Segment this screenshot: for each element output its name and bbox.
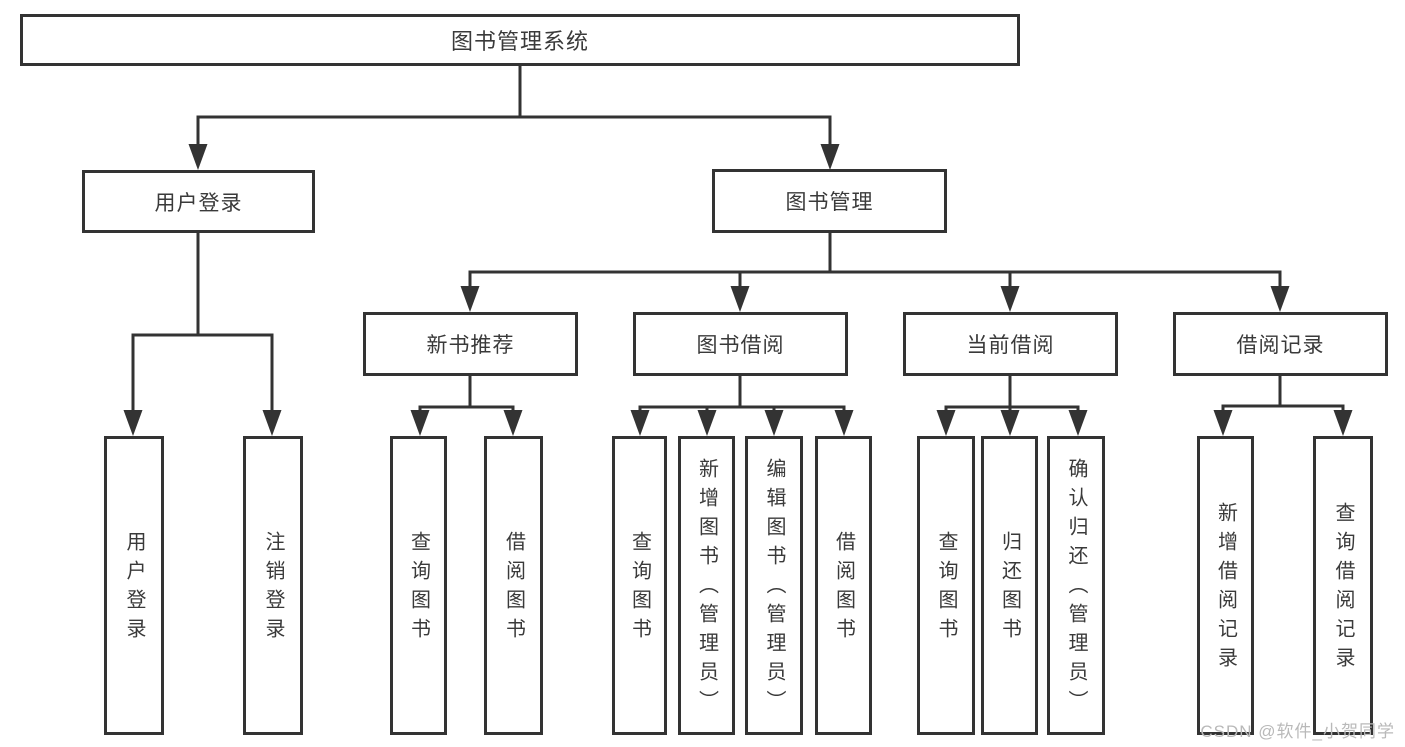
arrowhead <box>123 410 143 436</box>
arrowhead <box>630 410 650 436</box>
node-book-borrow: 图书借阅 <box>633 312 848 376</box>
arrowhead <box>1213 410 1233 436</box>
arrowhead <box>764 410 784 436</box>
node-book-management: 图书管理 <box>712 169 947 233</box>
arrowhead <box>188 144 208 170</box>
arrowhead <box>460 286 480 312</box>
edge-newbookrec-to-leaves <box>418 376 515 412</box>
arrowhead <box>834 410 854 436</box>
arrowhead <box>936 410 956 436</box>
leaf-query-borrow-record: 查询借阅记录 <box>1313 436 1373 735</box>
arrowhead <box>730 286 750 312</box>
leaf-query-books-current: 查询图书 <box>917 436 975 735</box>
arrowhead <box>1333 410 1353 436</box>
leaf-query-books-rec: 查询图书 <box>390 436 447 735</box>
leaf-edit-books-admin: 编辑图书（管理员） <box>745 436 803 735</box>
edge-borrowrecords-to-leaves <box>1221 376 1345 412</box>
leaf-borrow-books: 借阅图书 <box>815 436 872 735</box>
arrowhead <box>262 410 282 436</box>
watermark: CSDN @软件_小贺同学 <box>1200 722 1395 741</box>
leaf-logout: 注销登录 <box>243 436 303 735</box>
connector-lines <box>131 66 1345 412</box>
arrowheads <box>123 144 1353 436</box>
edge-bookmgmt-to-level3 <box>468 233 1282 288</box>
node-borrow-records: 借阅记录 <box>1173 312 1388 376</box>
arrowhead <box>1270 286 1290 312</box>
arrowhead <box>1068 410 1088 436</box>
edge-root-to-level2 <box>196 66 832 146</box>
leaf-confirm-return-admin: 确认归还（管理员） <box>1047 436 1105 735</box>
arrowhead <box>503 410 523 436</box>
edge-userlogin-to-leaves <box>131 233 274 412</box>
arrowhead <box>410 410 430 436</box>
node-user-login: 用户登录 <box>82 170 315 233</box>
leaf-return-books: 归还图书 <box>981 436 1038 735</box>
arrowhead <box>1000 410 1020 436</box>
edge-currentborrow-to-leaves <box>944 376 1080 412</box>
node-new-book-recommend: 新书推荐 <box>363 312 578 376</box>
node-library-management-system: 图书管理系统 <box>20 14 1020 66</box>
arrowhead <box>697 410 717 436</box>
arrowhead <box>820 144 840 170</box>
leaf-add-borrow-record: 新增借阅记录 <box>1197 436 1254 735</box>
leaf-query-books-borrow: 查询图书 <box>612 436 667 735</box>
arrowhead <box>1000 286 1020 312</box>
leaf-add-books-admin: 新增图书（管理员） <box>678 436 735 735</box>
leaf-user-login: 用户登录 <box>104 436 164 735</box>
leaf-borrow-books-rec: 借阅图书 <box>484 436 543 735</box>
edge-bookborrow-to-leaves <box>638 376 846 412</box>
node-current-borrow: 当前借阅 <box>903 312 1118 376</box>
